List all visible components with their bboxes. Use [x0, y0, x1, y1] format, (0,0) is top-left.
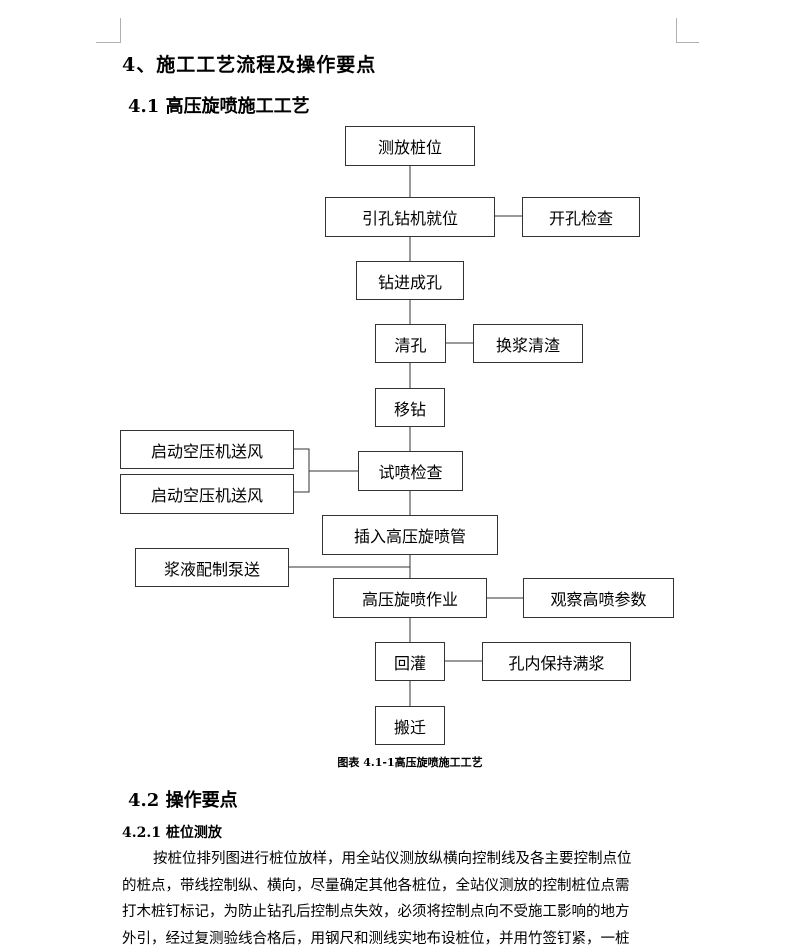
flow-step-drill-hole: 钻进成孔 [356, 261, 464, 300]
flow-step-clean-hole: 清孔 [375, 324, 446, 363]
flow-left-start-compressor-1: 启动空压机送风 [120, 430, 294, 469]
body-paragraph: 按桩位排列图进行桩位放样，用全站仪测放纵横向控制线及各主要控制点位 的桩点，带线… [122, 846, 676, 952]
flow-side-keep-hole-full: 孔内保持满浆 [482, 642, 631, 681]
flow-step-drill-rig-in-place: 引孔钻机就位 [325, 197, 495, 237]
section-heading-4-2: 4.2 操作要点 [128, 786, 238, 812]
flow-step-jet-grouting: 高压旋喷作业 [333, 578, 487, 618]
flow-step-survey-pile-position: 测放桩位 [345, 126, 475, 166]
flow-step-move-drill: 移钻 [375, 388, 445, 427]
paragraph-line: 按桩位排列图进行桩位放样，用全站仪测放纵横向控制线及各主要控制点位 [122, 846, 676, 873]
flow-left-start-compressor-2: 启动空压机送风 [120, 474, 294, 514]
flow-side-observe-parameters: 观察高喷参数 [523, 578, 674, 618]
flow-step-backfill: 回灌 [375, 642, 445, 681]
flow-step-trial-spray-check: 试喷检查 [358, 451, 463, 491]
flow-side-hole-check: 开孔检查 [522, 197, 640, 237]
paragraph-line: 打木桩钉标记，为防止钻孔后控制点失效，必须将控制点向不受施工影响的地方 [122, 899, 676, 926]
flow-step-relocate: 搬迁 [375, 706, 445, 745]
paragraph-line: 外引，经过复测验线合格后，用钢尺和测线实地布设桩位，并用竹签钉紧，一桩 [122, 926, 676, 952]
flow-side-replace-slurry: 换浆清渣 [473, 324, 583, 363]
flow-step-insert-jet-pipe: 插入高压旋喷管 [322, 515, 498, 555]
figure-caption: 图表 4.1-1高压旋喷施工工艺 [0, 754, 796, 770]
section-heading-4-2-1: 4.2.1 桩位测放 [122, 822, 222, 842]
paragraph-line: 的桩点，带线控制纵、横向，尽量确定其他各桩位，全站仪测放的控制桩位点需 [122, 873, 676, 900]
flow-left-slurry-pumping: 浆液配制泵送 [135, 548, 289, 587]
